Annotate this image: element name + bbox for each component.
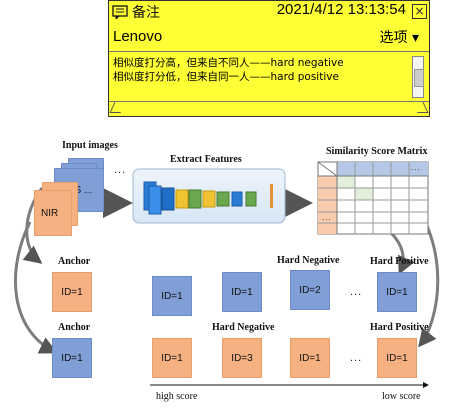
matrix-ellipsis-top: ... (411, 163, 421, 172)
connector-curve-2 (13, 221, 58, 354)
vis-label: VIS ... (65, 184, 93, 196)
input-images-label: Input images (62, 140, 118, 151)
note-divider (109, 51, 429, 52)
candidate-box-1-2: ID=1 (222, 272, 262, 312)
options-menu[interactable]: 选项 ▾ (380, 27, 419, 47)
candidate-box-2-4: ID=1 (377, 338, 417, 378)
candidate-id-1-1: ID=1 (161, 290, 183, 302)
note-timestamp: 2021/4/12 13:13:54 (276, 1, 406, 18)
input-ellipsis: ... (114, 164, 127, 176)
similarity-matrix (317, 161, 429, 235)
candidate-id-1-3: ID=2 (299, 284, 321, 296)
anchor-label-2: Anchor (58, 322, 91, 333)
anchor-box-2: ID=1 (52, 338, 92, 378)
low-score-label: low score (382, 391, 421, 402)
anchor-label-1: Anchor (58, 256, 91, 267)
hard-positive-label-1: Hard Positive (370, 256, 429, 267)
candidate-box-1-4: ID=1 (377, 272, 417, 312)
anchor-box-1: ID=1 (52, 272, 92, 312)
candidate-box-1-1: ID=1 (152, 276, 192, 316)
note-icon (112, 5, 128, 19)
candidate-id-2-2: ID=3 (231, 352, 253, 364)
chevron-down-icon: ▾ (411, 30, 419, 46)
similarity-matrix-label: Similarity Score Matrix (326, 146, 428, 157)
candidate-id-2-4: ID=1 (386, 352, 408, 364)
nir-label: NIR (41, 207, 59, 219)
extract-features-label: Extract Features (170, 154, 242, 165)
candidate-id-2-3: ID=1 (299, 352, 321, 364)
anchor-id-1: ID=1 (61, 286, 83, 298)
options-menu-label: 选项 (379, 30, 408, 46)
close-icon: × (414, 4, 425, 18)
candidate-id-1-2: ID=1 (231, 286, 253, 298)
high-score-label: high score (156, 391, 198, 402)
anchor-id-2: ID=1 (61, 352, 83, 364)
note-window: 备注 2021/4/12 13:13:54 × Lenovo 选项 ▾ 相似度打… (108, 0, 430, 117)
matrix-ellipsis-left: ... (322, 213, 332, 222)
hard-positive-label-2: Hard Positive (370, 322, 429, 333)
note-title: 备注 (132, 5, 160, 21)
candidate-box-2-1: ID=1 (152, 338, 192, 378)
hard-negative-label-2: Hard Negative (212, 322, 275, 333)
note-text-area[interactable]: 相似度打分高，但来自不同人——hard negative 相似度打分低，但来自同… (113, 56, 403, 100)
candidate-box-2-3: ID=1 (290, 338, 330, 378)
note-header: 备注 2021/4/12 13:13:54 × (112, 1, 428, 25)
candidate-id-2-1: ID=1 (161, 352, 183, 364)
note-scrollbar[interactable] (412, 56, 424, 98)
feature-blocks (143, 181, 273, 215)
note-footer-divider (109, 101, 429, 102)
close-button[interactable]: × (412, 4, 427, 19)
note-brand: Lenovo (113, 28, 163, 45)
hard-negative-label-1: Hard Negative (277, 255, 340, 266)
candidate-box-1-3: ID=2 (290, 270, 330, 310)
candidate-box-2-2: ID=3 (222, 338, 262, 378)
nir-image-front: NIR (34, 190, 72, 236)
note-line-1: 相似度打分高，但来自不同人——hard negative (113, 57, 344, 69)
note-line-2: 相似度打分低，但来自同一人——hard positive (113, 71, 339, 83)
candidate-id-1-4: ID=1 (386, 286, 408, 298)
row1-ellipsis: ... (350, 286, 363, 298)
row2-ellipsis: ... (350, 352, 363, 364)
scrollbar-thumb[interactable] (414, 69, 424, 87)
